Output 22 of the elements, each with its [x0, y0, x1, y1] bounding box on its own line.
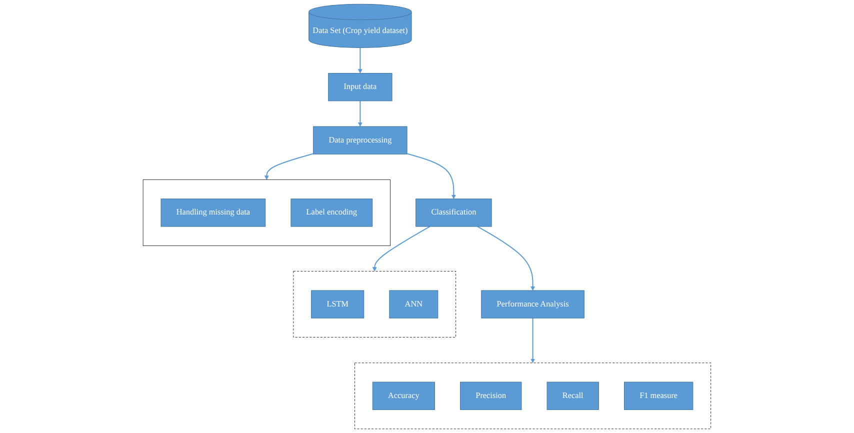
arrow: [406, 153, 456, 200]
cluster: [354, 362, 712, 430]
node-box: Performance Analysis: [481, 290, 584, 318]
arrow: [372, 226, 430, 272]
node-box: LSTM: [311, 290, 364, 318]
node-box: Handling missing data: [160, 198, 266, 227]
arrow: [358, 100, 362, 127]
node-box: ANN: [389, 290, 438, 318]
node-box: Input data: [328, 73, 392, 102]
arrow: [477, 226, 536, 291]
node-box: Label encoding: [290, 198, 373, 227]
node-box: F1 measure: [624, 382, 694, 410]
cluster: [142, 179, 391, 246]
node-box: Data preprocessing: [313, 126, 408, 154]
node-box: Precision: [460, 382, 522, 410]
cluster: [293, 271, 456, 338]
node-box: Accuracy: [372, 382, 435, 410]
arrow: [358, 48, 362, 74]
arrow: [530, 318, 536, 364]
node-box: Classification: [416, 198, 492, 227]
arrow: [264, 153, 314, 180]
node-box: Recall: [546, 382, 599, 410]
